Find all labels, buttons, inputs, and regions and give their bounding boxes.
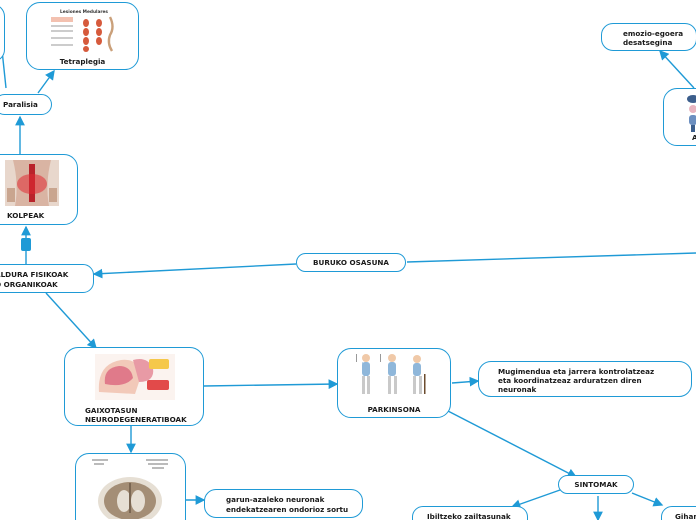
node-ibiltzeko[interactable]: Ibiltzeko zailtasunak [412,506,528,520]
node-brain-section[interactable] [75,453,186,520]
brain-section-image [92,459,168,519]
node-gaixotasun[interactable]: GAIXOTASUN NEURODEGENERATIBOAK [64,347,204,426]
garun-line2: endekatzearen ondorioz sortu [226,505,349,514]
node-garun[interactable]: garun-azaleko neuronak endekatzearen ond… [204,489,363,518]
link-sintomak-gihar [631,492,664,507]
mugimendua-line1: Mugimendua eta jarrera kontrolatzeaz [498,367,655,376]
node-kolpeak[interactable]: KOLPEAK [0,154,78,225]
link-gaixotasun-parkinsona [203,379,339,390]
link-parkinsona-mugimendua [451,376,480,387]
parkinson-figures-image [356,354,426,394]
node-sintomak[interactable]: SINTOMAK [558,475,634,494]
node-aldura[interactable]: ALDURA FISIKOAK O ORGANIKOAK [0,264,94,293]
back-pain-image [5,160,59,206]
tetraplegia-label: Tetraplegia [59,57,106,66]
kolpeak-label: KOLPEAK [7,211,45,220]
emozio-line2: desatsegina [623,38,673,47]
link-paralisia-tetraplegia [37,69,55,94]
figure-image [687,95,696,132]
mugimendua-line2: eta koordinatzeaz arduratzen diren [498,376,642,385]
node-gihar[interactable]: Gihar z [661,506,696,520]
node-buruko-osasuna[interactable]: BURUKO OSASUNA [296,253,406,272]
node-partial-left[interactable] [0,4,5,62]
link-sintomak-ibiltzeko [510,489,561,509]
node-emozio[interactable]: emozio-egoera desatsegina [601,23,696,51]
node-tetraplegia[interactable]: Lesiones Medulares Tetraplegia [26,2,139,70]
node-mugimendua[interactable]: Mugimendua eta jarrera kontrolatzeaz eta… [478,361,692,397]
garun-line1: garun-azaleko neuronak [226,495,325,504]
link-a-emozio [659,49,695,89]
node-paralisia[interactable]: Paralisia [0,94,52,115]
a-label: A [692,133,696,142]
brain-disease-image [95,354,175,400]
node-a-partial[interactable]: A [663,88,696,146]
mugimendua-line3: neuronak [498,385,537,394]
link-aldura-gaixotasun [45,292,97,350]
collapse-handle[interactable] [21,238,31,251]
link-parkinsona-sintomak [445,409,578,478]
link-right-buruko [406,252,696,263]
parkinsona-label: PARKINSONA [367,405,421,414]
aldura-line2: O ORGANIKOAK [0,280,58,289]
link-buruko-aldura [92,263,297,279]
paralisia-label: Paralisia [3,100,38,109]
aldura-line1: ALDURA FISIKOAK [0,270,69,279]
sintomak-label: SINTOMAK [574,480,618,489]
ibiltzeko-label: Ibiltzeko zailtasunak [427,512,511,520]
gaixotasun-line1: GAIXOTASUN [85,406,138,415]
buruko-label: BURUKO OSASUNA [313,258,389,267]
node-parkinsona[interactable]: PARKINSONA [337,348,451,418]
image-title: Lesiones Medulares [60,9,108,15]
emozio-line1: emozio-egoera [623,29,684,38]
gihar-label: Gihar z [675,512,696,520]
gaixotasun-line2: NEURODEGENERATIBOAK [85,415,187,424]
spinal-cord-lesion-image: Lesiones Medulares [51,9,114,52]
